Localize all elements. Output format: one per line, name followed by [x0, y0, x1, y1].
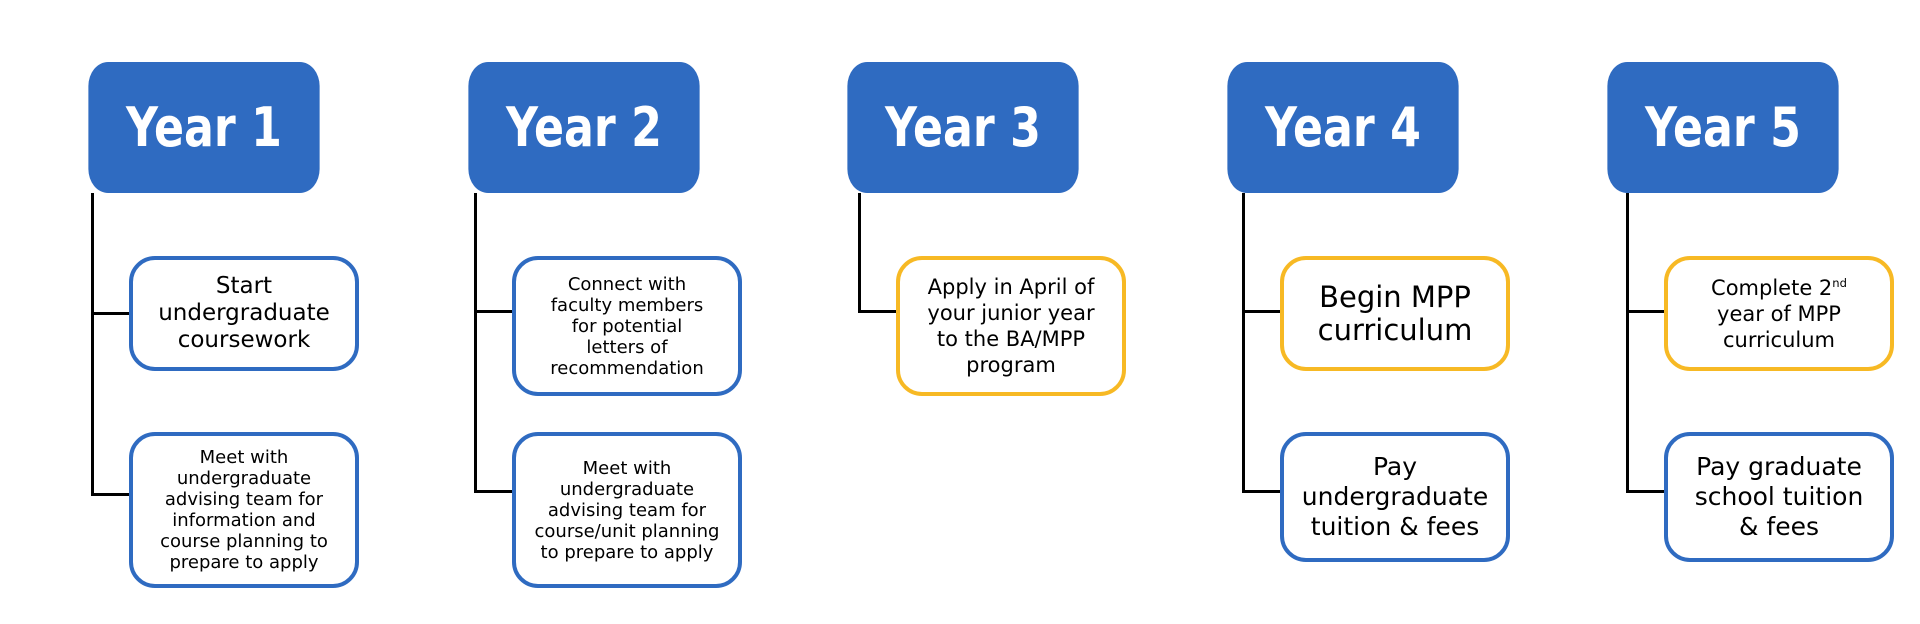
year-5-step-1-text: Complete 2nd year of MPP curriculum [1711, 275, 1847, 353]
year-3-column: Year 3 [822, 62, 1104, 193]
year-1-step-1-text: Start undergraduate coursework [158, 273, 330, 353]
year-2-title: Year 2 [506, 96, 662, 159]
year-5-header: Year 5 [1607, 62, 1839, 193]
year-5-title: Year 5 [1645, 96, 1801, 159]
year-5-branch-1 [1626, 310, 1664, 313]
year-4-trunk-line [1242, 193, 1245, 493]
year-3-step-1: Apply in April of your junior year to th… [896, 256, 1126, 396]
year-4-title: Year 4 [1265, 96, 1421, 159]
year-4-branch-2 [1242, 490, 1280, 493]
year-5-step-1-text-before: Complete 2 [1711, 275, 1833, 300]
year-5-branch-2 [1626, 490, 1664, 493]
year-3-step-1-text: Apply in April of your junior year to th… [927, 275, 1095, 377]
year-5-trunk-line [1626, 193, 1629, 493]
year-2-step-1: Connect with faculty members for potenti… [512, 256, 742, 396]
year-4-step-2: Pay undergraduate tuition & fees [1280, 432, 1510, 562]
year-4-step-1-text: Begin MPP curriculum [1317, 279, 1473, 347]
year-4-step-1: Begin MPP curriculum [1280, 256, 1510, 371]
year-1-title: Year 1 [126, 96, 282, 159]
year-1-step-2-text: Meet with undergraduate advising team fo… [160, 447, 328, 573]
year-1-branch-2 [91, 493, 129, 496]
year-5-step-2: Pay graduate school tuition & fees [1664, 432, 1894, 562]
year-1-column: Year 1 [63, 62, 345, 193]
year-2-branch-1 [474, 310, 512, 313]
year-5-step-2-text: Pay graduate school tuition & fees [1694, 452, 1864, 541]
year-4-header: Year 4 [1227, 62, 1459, 193]
year-5-column: Year 5 [1582, 62, 1864, 193]
year-3-branch-1 [858, 310, 896, 313]
year-2-step-1-text: Connect with faculty members for potenti… [550, 273, 704, 379]
year-4-branch-1 [1242, 310, 1280, 313]
year-5-step-1: Complete 2nd year of MPP curriculum [1664, 256, 1894, 371]
year-1-trunk-line [91, 193, 94, 495]
year-4-column: Year 4 [1202, 62, 1484, 193]
year-3-header: Year 3 [847, 62, 1079, 193]
year-3-trunk-line [858, 193, 861, 313]
year-2-step-2-text: Meet with undergraduate advising team fo… [534, 457, 720, 563]
year-3-title: Year 3 [885, 96, 1041, 159]
year-4-step-2-text: Pay undergraduate tuition & fees [1301, 452, 1489, 541]
year-5-step-1-text-after: year of MPP curriculum [1717, 301, 1841, 352]
year-2-trunk-line [474, 193, 477, 493]
year-2-step-2: Meet with undergraduate advising team fo… [512, 432, 742, 588]
year-2-column: Year 2 [443, 62, 725, 193]
year-5-step-1-superscript: nd [1832, 275, 1847, 290]
year-1-step-2: Meet with undergraduate advising team fo… [129, 432, 359, 588]
year-2-branch-2 [474, 490, 512, 493]
year-2-header: Year 2 [468, 62, 700, 193]
year-1-branch-1 [91, 312, 129, 315]
year-1-header: Year 1 [88, 62, 320, 193]
year-1-step-1: Start undergraduate coursework [129, 256, 359, 371]
